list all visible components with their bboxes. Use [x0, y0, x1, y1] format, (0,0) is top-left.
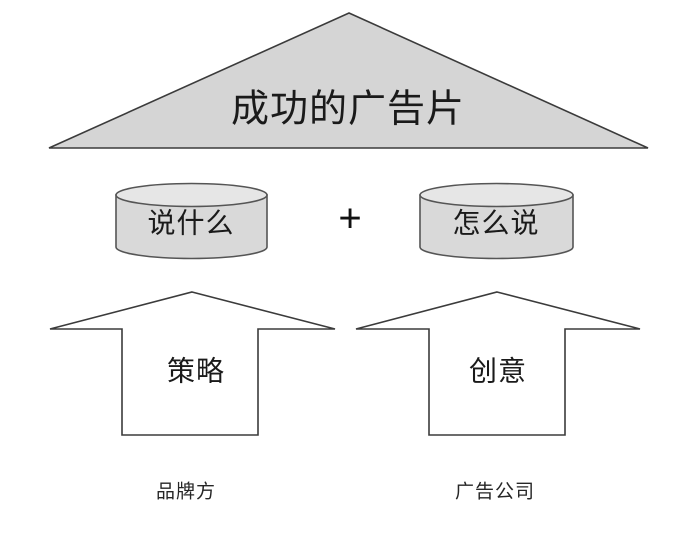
arrow-left-group[interactable]: 策略: [49, 291, 336, 436]
plus-icon: +: [338, 197, 361, 241]
plus-operator-group: +: [338, 197, 361, 241]
arrow-left-label: 策略: [167, 355, 225, 387]
cylinder-right-top: [419, 182, 574, 208]
roof-triangle-group[interactable]: 成功的广告片: [48, 12, 649, 149]
roof-triangle-shape[interactable]: [48, 12, 649, 149]
arrow-right-label: 创意: [469, 355, 527, 387]
cylinder-left-body[interactable]: [115, 194, 268, 260]
cylinder-left-top: [115, 182, 268, 208]
cylinder-right-body[interactable]: [419, 194, 574, 260]
cylinder-right-label: 怎么说: [452, 207, 539, 239]
arrow-right-shape[interactable]: [355, 291, 641, 436]
cylinder-right-group[interactable]: 怎么说: [419, 182, 574, 260]
caption-right: 广告公司: [455, 480, 535, 502]
roof-label: 成功的广告片: [231, 89, 465, 131]
caption-left: 品牌方: [156, 480, 216, 502]
cylinder-left-group[interactable]: 说什么: [115, 182, 268, 260]
cylinder-left-label: 说什么: [147, 207, 234, 239]
arrow-right-group[interactable]: 创意: [355, 291, 641, 436]
arrow-left-shape[interactable]: [49, 291, 336, 436]
